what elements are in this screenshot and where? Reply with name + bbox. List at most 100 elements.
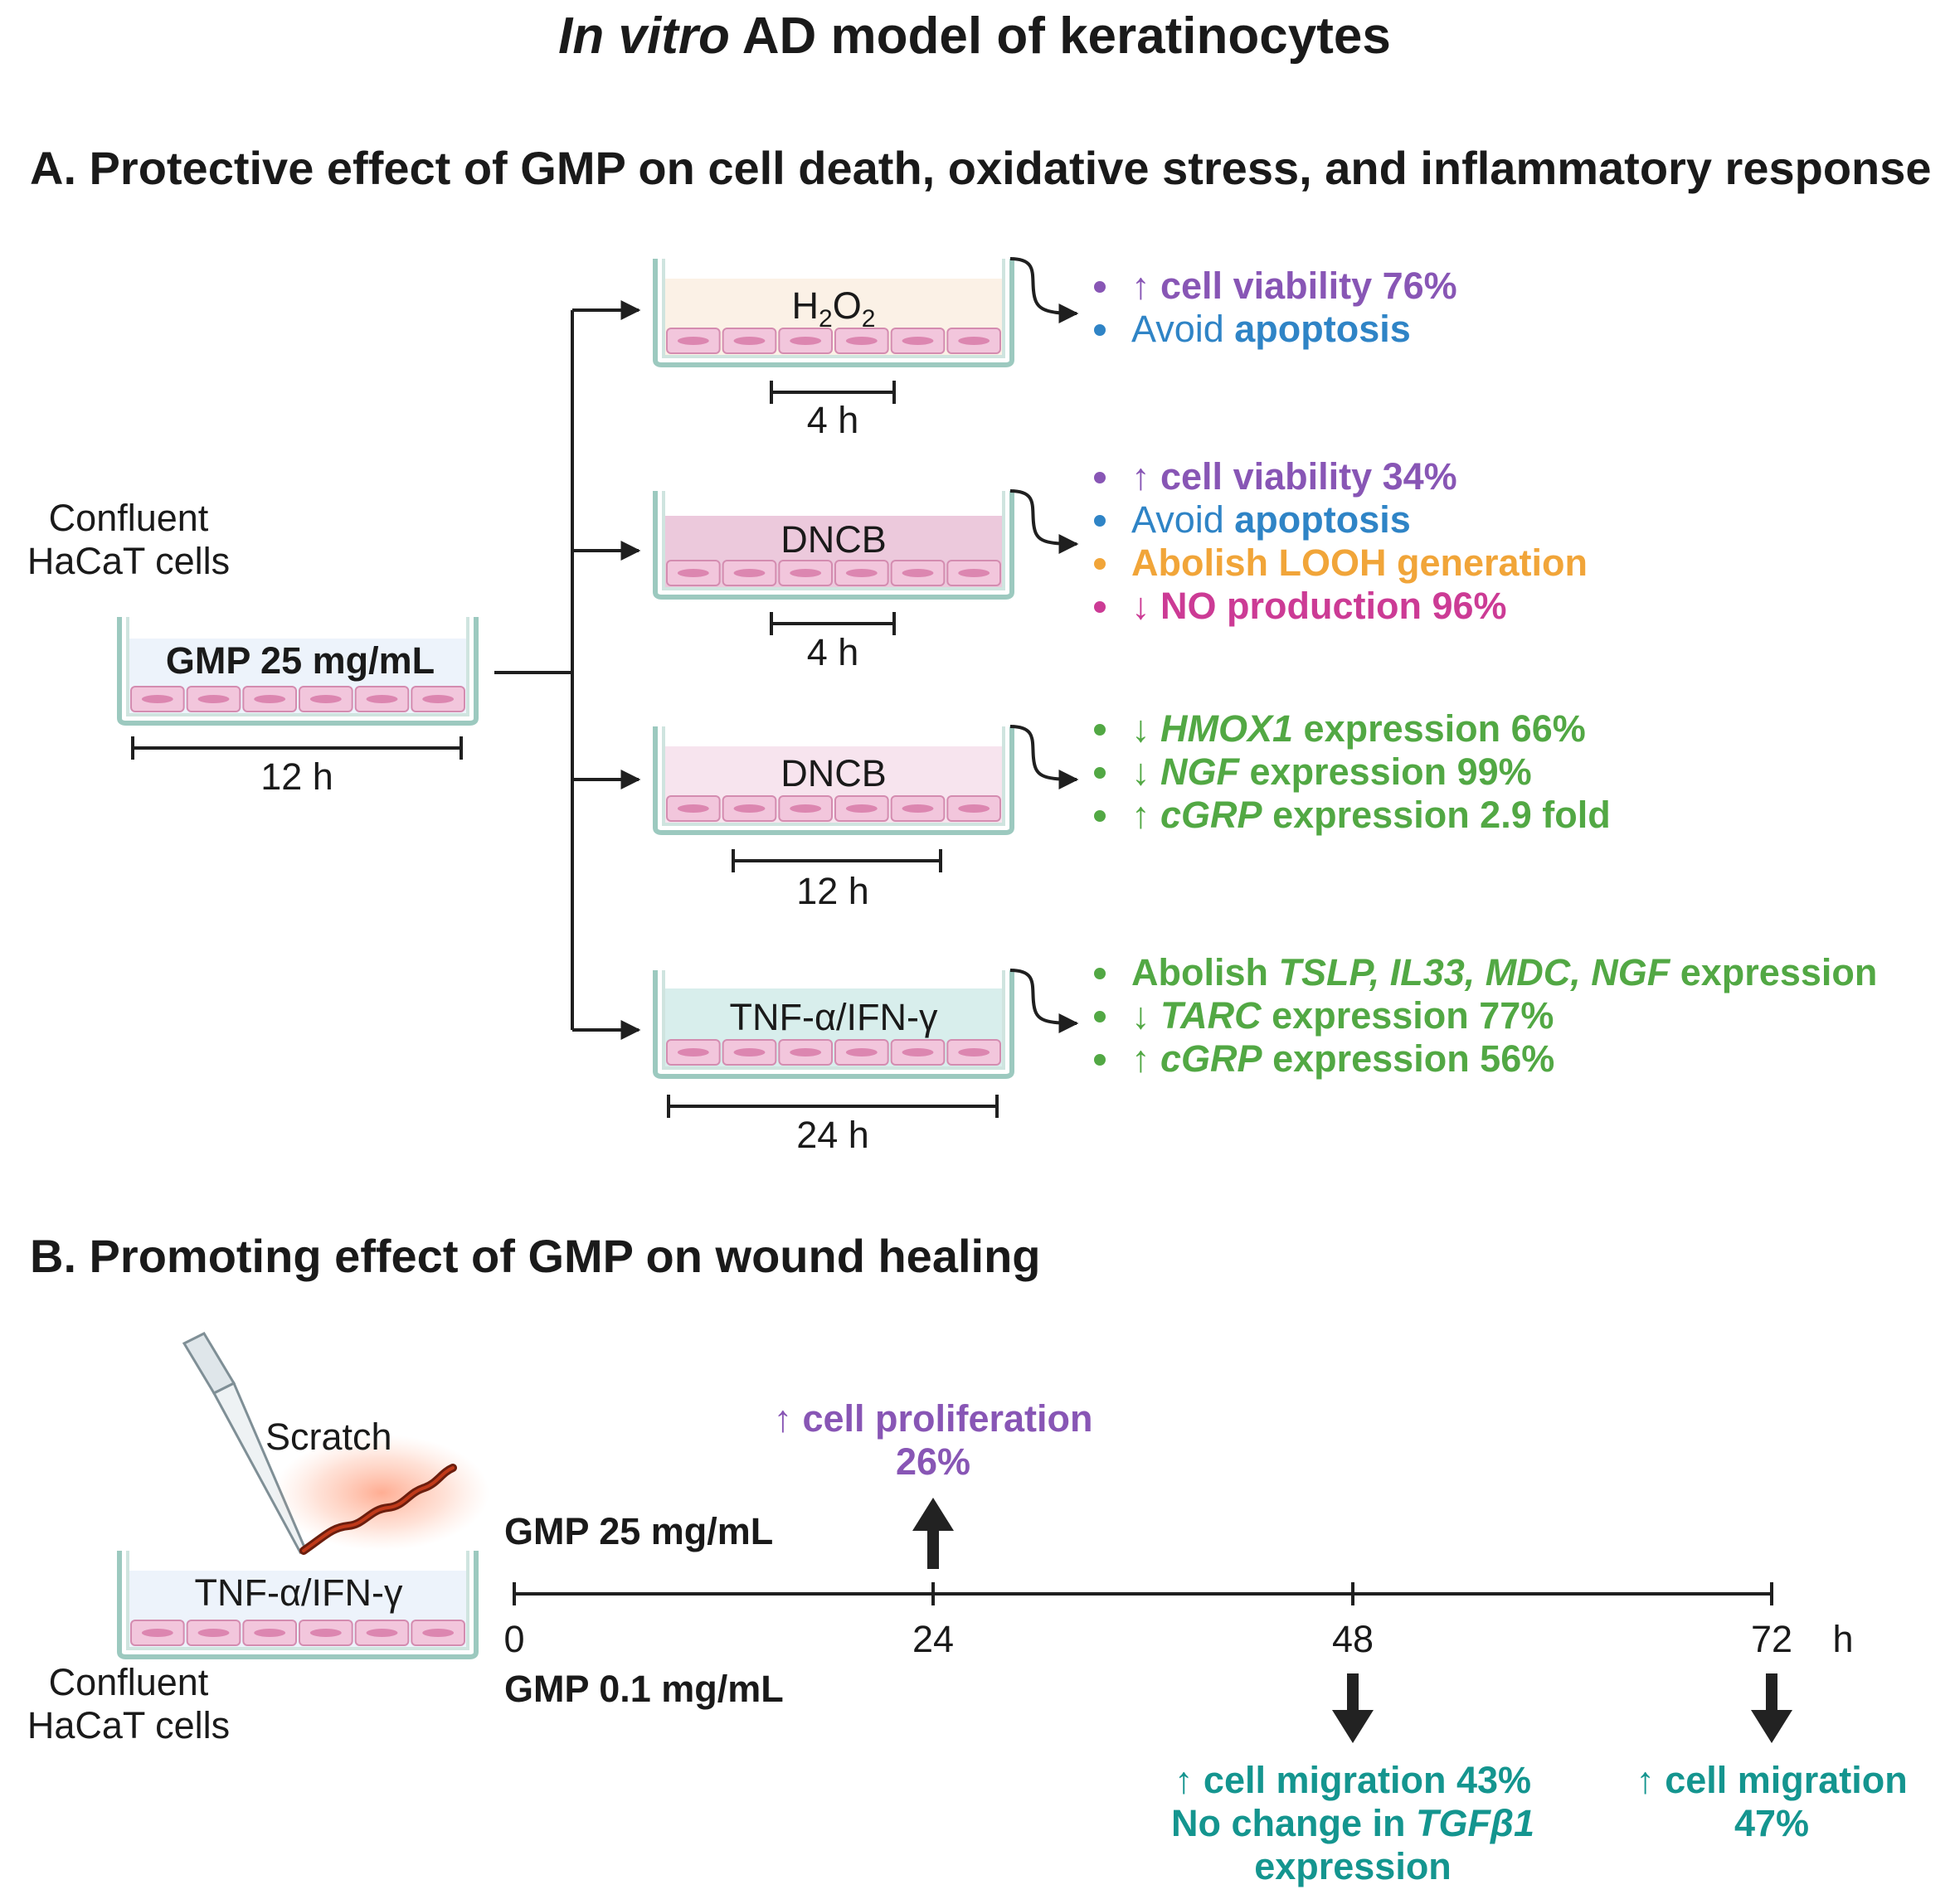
cell-nucleus — [309, 695, 342, 703]
result-bullet — [1094, 968, 1106, 979]
result-2-4: ↓ NO production 96% — [1131, 585, 1507, 627]
result-2-3: Abolish LOOH generation — [1131, 542, 1588, 584]
result-bullet — [1094, 601, 1106, 613]
dish-2 — [653, 491, 1014, 600]
result-3-1: ↓ HMOX1 expression 66% — [1131, 707, 1586, 750]
dish-1-label: H2O2 — [792, 284, 876, 333]
result-bullet — [1094, 281, 1106, 293]
dish-4 — [653, 970, 1014, 1079]
figure-title-italic: In vitro — [558, 7, 730, 65]
cell-nucleus — [845, 1048, 878, 1056]
result-3-3: ↑ cGRP expression 2.9 fold — [1131, 794, 1611, 836]
dish-2-duration: 4 h — [807, 631, 859, 673]
result-bullet — [1094, 1011, 1106, 1022]
dish-1-label-h: H — [792, 284, 819, 327]
cell-nucleus — [733, 1048, 766, 1056]
result-1-2: Avoid apoptosis — [1131, 308, 1411, 350]
gmp-high-label: GMP 25 mg/mL — [504, 1510, 773, 1552]
cell-nucleus — [197, 1629, 230, 1637]
figure-title: In vitro AD model of keratinocytes — [558, 7, 1391, 65]
branch-connector — [494, 300, 641, 1040]
migration-48-line2a: No change in — [1171, 1802, 1416, 1844]
dish-1-label-sub2: 2 — [862, 305, 876, 333]
dish-1-label-o: O — [833, 284, 862, 327]
scratch-label: Scratch — [265, 1416, 392, 1458]
result-bullet — [1094, 558, 1106, 570]
result-bullet — [1094, 724, 1106, 736]
cell-nucleus — [958, 804, 990, 813]
migration-72-line2: 47% — [1734, 1802, 1809, 1844]
cell-nucleus — [677, 1048, 709, 1056]
result-part: ↑ — [1131, 794, 1160, 836]
result-part: ↓ — [1131, 707, 1160, 750]
result-3-2: ↓ NGF expression 99% — [1131, 750, 1532, 793]
dish-3-duration: 12 h — [796, 870, 869, 912]
dish-1-label-sub1: 2 — [819, 305, 833, 333]
dish-3-label: DNCB — [780, 752, 887, 794]
result-part: cGRP — [1160, 794, 1263, 836]
start-dish-label: GMP 25 mg/mL — [166, 639, 435, 682]
cell-nucleus — [902, 804, 934, 813]
gmp-low-label: GMP 0.1 mg/mL — [504, 1668, 784, 1710]
result-part: Abolish LOOH generation — [1131, 542, 1588, 584]
cell-nucleus — [845, 337, 878, 345]
cell-nucleus — [790, 1048, 822, 1056]
cell-nucleus — [958, 337, 990, 345]
wound-dish-label: TNF-α/IFN-γ — [195, 1571, 403, 1614]
cell-nucleus — [958, 569, 990, 577]
cell-nucleus — [422, 695, 455, 703]
cell-nucleus — [254, 695, 286, 703]
result-part: TARC — [1160, 994, 1262, 1037]
cell-nucleus — [141, 1629, 173, 1637]
result-part: Avoid — [1131, 308, 1234, 350]
dish-4-label: TNF-α/IFN-γ — [730, 996, 938, 1038]
dish-4-duration: 24 h — [796, 1114, 869, 1156]
cell-nucleus — [677, 569, 709, 577]
result-4-1: Abolish TSLP, IL33, MDC, NGF expression — [1131, 951, 1877, 993]
section-b-heading: B. Promoting effect of GMP on wound heal… — [30, 1230, 1041, 1282]
start-label-line2: HaCaT cells — [27, 540, 230, 582]
result-bullet — [1094, 515, 1106, 527]
result-part: apoptosis — [1234, 498, 1411, 541]
down-arrow-72h — [1751, 1673, 1792, 1743]
result-part: Avoid — [1131, 498, 1234, 541]
migration-48-line2: No change in TGFβ1 — [1171, 1802, 1534, 1844]
cell-nucleus — [958, 1048, 990, 1056]
dish-layer — [117, 259, 1014, 1659]
result-4-2: ↓ TARC expression 77% — [1131, 994, 1554, 1037]
cell-nucleus — [309, 1629, 342, 1637]
result-part: HMOX1 — [1160, 707, 1293, 750]
wound-cells-label-line1: Confluent — [49, 1661, 209, 1703]
result-part: ↑ cell viability 34% — [1131, 455, 1457, 498]
result-bullet — [1094, 767, 1106, 779]
result-part: expression 99% — [1239, 750, 1532, 793]
dish-1-duration-bar — [770, 381, 896, 404]
dish-2-duration-bar — [770, 612, 896, 635]
result-part: ↑ — [1131, 1037, 1160, 1080]
result-bullet — [1094, 810, 1106, 822]
start-dish — [117, 617, 479, 726]
dish-3-duration-bar — [732, 849, 942, 872]
result-part: expression 2.9 fold — [1262, 794, 1611, 836]
result-part: cGRP — [1160, 1037, 1263, 1080]
dish-4-duration-bar — [667, 1095, 999, 1118]
dish-1-duration: 4 h — [807, 399, 859, 441]
start-label-line1: Confluent — [49, 497, 209, 539]
wound-dish — [117, 1551, 479, 1659]
cell-nucleus — [902, 1048, 934, 1056]
migration-72-line1: ↑ cell migration — [1636, 1759, 1908, 1801]
result-1-1: ↑ cell viability 76% — [1131, 265, 1457, 307]
result-4-3: ↑ cGRP expression 56% — [1131, 1037, 1554, 1080]
result-part: apoptosis — [1234, 308, 1411, 350]
up-arrow-24h — [912, 1498, 954, 1569]
migration-48-line3: expression — [1254, 1845, 1452, 1887]
cell-nucleus — [366, 695, 398, 703]
timeline-unit: h — [1832, 1618, 1853, 1660]
result-arrows — [1009, 257, 1079, 1033]
cell-nucleus — [733, 569, 766, 577]
scratch-icon — [274, 1435, 489, 1555]
result-part: ↓ — [1131, 994, 1160, 1037]
cell-nucleus — [845, 569, 878, 577]
proliferation-line2: 26% — [896, 1440, 970, 1483]
